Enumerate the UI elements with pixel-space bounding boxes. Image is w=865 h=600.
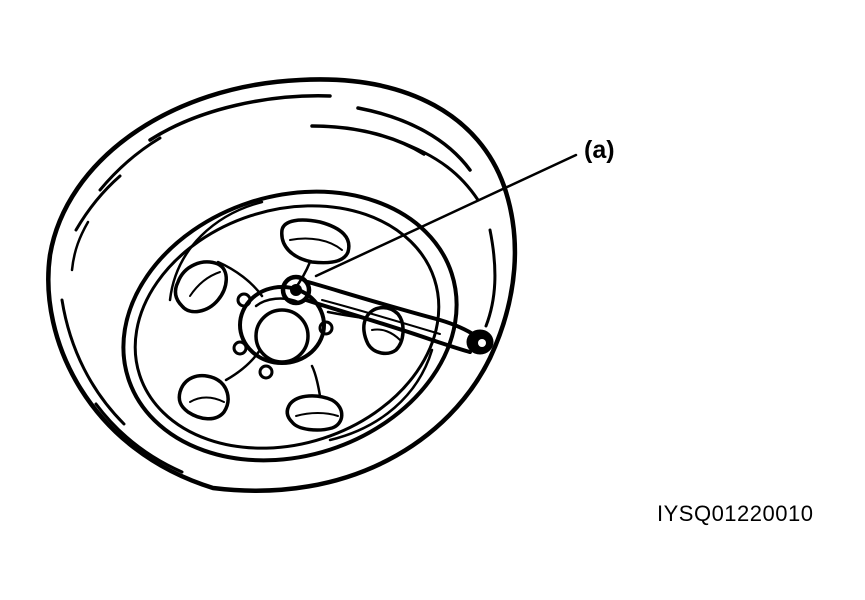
hub-cap <box>238 285 326 365</box>
tire <box>46 77 518 493</box>
wheel-nuts <box>232 292 334 380</box>
callout-leader-line <box>314 153 578 278</box>
figure-code: IYSQ01220010 <box>657 501 814 526</box>
wheel-rim <box>121 189 459 463</box>
lug-wrench <box>280 274 494 355</box>
callout-label: (a) <box>584 136 615 164</box>
